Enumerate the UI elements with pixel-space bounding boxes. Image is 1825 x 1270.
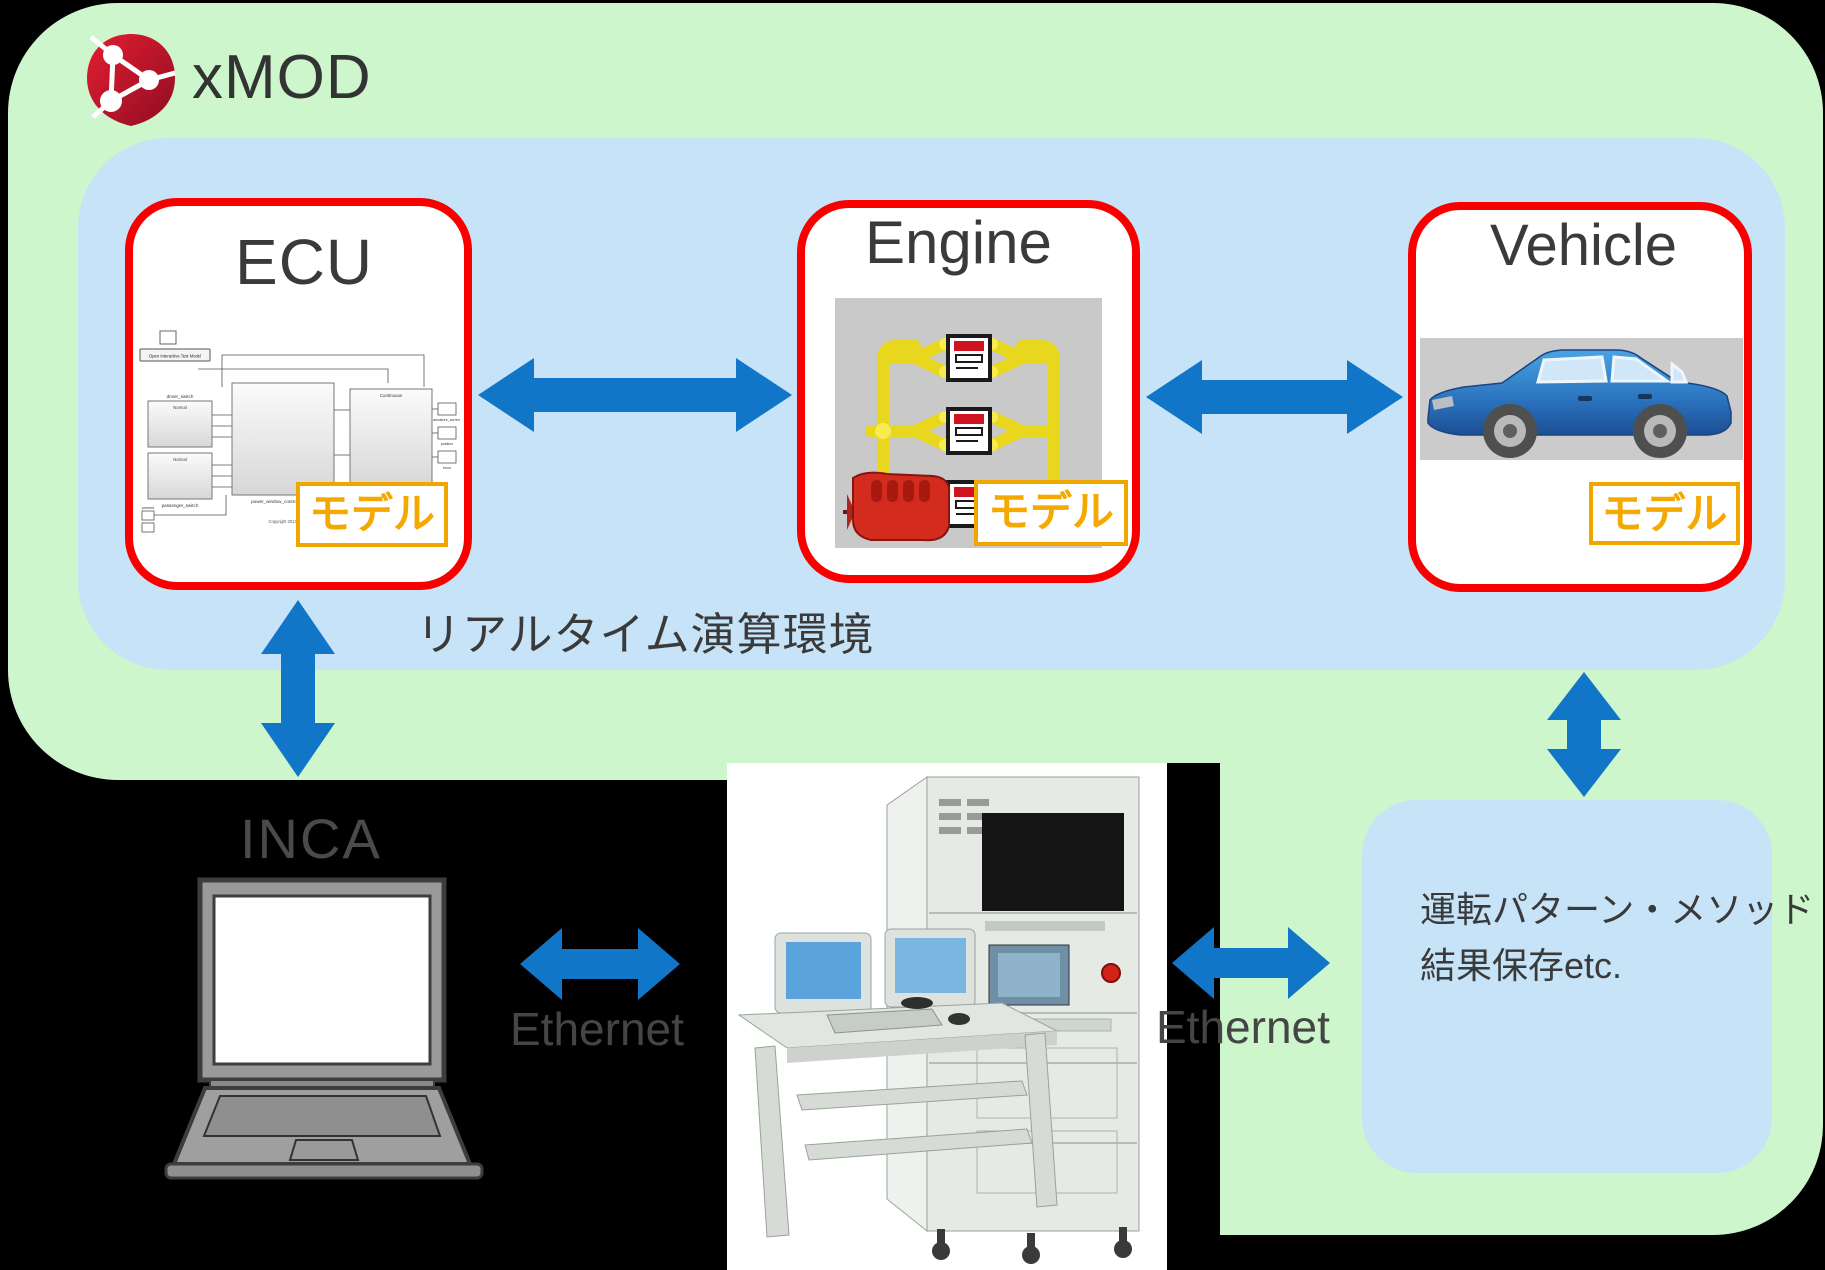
- ecu-title: ECU: [235, 226, 374, 298]
- arrow-ethernet-left: [520, 928, 680, 1000]
- xmod-wordmark: xMOD: [192, 43, 372, 112]
- svg-text:Continuous: Continuous: [380, 393, 403, 398]
- storage-box: [1362, 800, 1772, 1173]
- inca-label: INCA: [240, 807, 382, 870]
- svg-text:power_window_control_system: power_window_control_system: [251, 499, 315, 504]
- photo-black-strip: [1167, 763, 1220, 1270]
- svg-text:Normal: Normal: [173, 405, 187, 410]
- storage-text: 運転パターン・メソッド 結果保存etc.: [1420, 882, 1814, 994]
- vehicle-model-badge: モデル: [1589, 482, 1740, 545]
- svg-text:absent: absent: [143, 534, 154, 535]
- svg-text:Open Interactive Test Model: Open Interactive Test Model: [149, 354, 201, 359]
- svg-text:driver_switch: driver_switch: [167, 394, 194, 399]
- ecu-model-badge: モデル: [296, 482, 448, 547]
- svg-text:Copyright 2013-2014: Copyright 2013-2014: [268, 519, 308, 524]
- svg-text:position: position: [441, 442, 453, 446]
- engine-title: Engine: [865, 209, 1052, 276]
- svg-text:force: force: [443, 466, 451, 470]
- svg-text:Normal: Normal: [173, 457, 187, 462]
- ethernet-left-label: Ethernet: [510, 1003, 684, 1055]
- ethernet-right-label: Ethernet: [1156, 1001, 1330, 1053]
- storage-line1: 運転パターン・メソッド: [1420, 889, 1815, 930]
- vehicle-title: Vehicle: [1490, 213, 1678, 278]
- svg-text:passenger_switch: passenger_switch: [162, 503, 199, 508]
- svg-text:armature_current: armature_current: [433, 418, 460, 422]
- xmod-logo-icon: [87, 34, 176, 126]
- engine-model-badge: モデル: [974, 480, 1128, 546]
- inca-laptop-image: [164, 877, 484, 1180]
- svg-text:present: present: [142, 506, 154, 510]
- storage-line2: 結果保存etc.: [1420, 945, 1623, 986]
- vehicle-car-image: [1420, 338, 1743, 460]
- test-bench-rack-image: [737, 776, 1140, 1264]
- realtime-env-label: リアルタイム演算環境: [416, 609, 875, 660]
